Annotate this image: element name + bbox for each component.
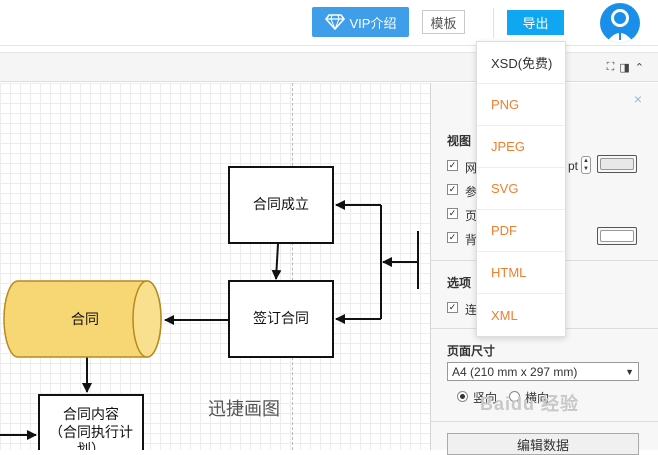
background-checkbox[interactable]: ✓ xyxy=(447,232,458,243)
page-size-select[interactable]: A4 (210 mm x 297 mm) ▼ xyxy=(447,362,639,381)
guides-checkbox[interactable]: ✓ xyxy=(447,184,458,195)
close-icon[interactable]: × xyxy=(633,91,642,107)
export-png-item[interactable]: PNG xyxy=(477,84,565,126)
export-xml-item[interactable]: XML xyxy=(491,307,518,323)
node-contract-content-line1: 合同内容 xyxy=(63,406,119,422)
export-menu: XSD(免费) PNG JPEG SVG PDF HTML XML xyxy=(476,41,566,337)
header-divider xyxy=(493,8,494,38)
grid-color-swatch[interactable] xyxy=(597,155,637,173)
collapse-icon[interactable]: ⌃ xyxy=(634,62,644,74)
export-jpeg-item[interactable]: JPEG xyxy=(477,126,565,168)
top-bar: VIP介绍 模板 导出 xyxy=(0,0,658,46)
landscape-radio[interactable] xyxy=(509,391,520,402)
diagram-canvas[interactable]: 合同成立 签订合同 合同 合同内容 （合同执行计 划） 迅捷画图 xyxy=(0,83,430,450)
guides-checkbox-label: 参 xyxy=(465,185,478,199)
grid-size-unit: pt xyxy=(568,159,579,173)
baidu-watermark: Baidu 经验 xyxy=(480,394,580,414)
panel-toggle-icon[interactable]: ◨ xyxy=(619,62,630,74)
node-contract-established-label: 合同成立 xyxy=(253,196,309,213)
page-size-value: A4 (210 mm x 297 mm) xyxy=(452,364,578,379)
export-xsd-item[interactable]: XSD(免费) xyxy=(477,42,565,84)
grid-size-stepper[interactable]: ▲▼ xyxy=(581,156,591,174)
background-checkbox-label: 背 xyxy=(465,233,478,247)
export-button[interactable]: 导出 xyxy=(507,10,564,35)
export-pdf-item[interactable]: PDF xyxy=(477,210,565,252)
connectors xyxy=(0,200,419,440)
background-color-swatch[interactable] xyxy=(597,227,637,245)
node-contract-content-line3: 划） xyxy=(77,441,105,450)
page-size-section-title: 页面尺寸 xyxy=(447,344,496,358)
grid-checkbox[interactable]: ✓ xyxy=(447,160,458,171)
dropdown-arrow-icon: ▼ xyxy=(625,366,634,377)
user-avatar-icon[interactable] xyxy=(600,3,640,43)
node-sign-contract[interactable]: 签订合同 xyxy=(228,280,334,358)
template-button[interactable]: 模板 xyxy=(422,10,465,34)
export-html-item[interactable]: HTML xyxy=(477,252,565,294)
edit-data-button[interactable]: 编辑数据 xyxy=(447,433,639,455)
node-contract-established[interactable]: 合同成立 xyxy=(228,166,334,244)
options-section-title: 选项 xyxy=(447,276,472,290)
view-section-title: 视图 xyxy=(447,134,472,148)
connection-checkbox-label: 连 xyxy=(465,303,478,317)
portrait-radio[interactable] xyxy=(457,391,468,402)
page-view-checkbox-label: 页 xyxy=(465,209,478,223)
portrait-radio-label: 竖向 xyxy=(473,391,498,405)
node-sign-contract-label: 签订合同 xyxy=(253,310,309,327)
canvas-watermark: 迅捷画图 xyxy=(208,399,280,419)
panel-divider xyxy=(431,421,658,422)
vip-intro-label: VIP介绍 xyxy=(349,15,397,31)
landscape-radio-label: 横向 xyxy=(525,391,550,405)
node-contract-content[interactable]: 合同内容 （合同执行计 划） xyxy=(38,394,144,450)
node-contract-content-line2: （合同执行计 xyxy=(49,423,133,440)
vip-intro-button[interactable]: VIP介绍 xyxy=(312,7,409,37)
page-boundary xyxy=(292,83,293,450)
node-contract-label: 合同 xyxy=(71,311,99,327)
contract-cylinder-shape xyxy=(3,280,162,358)
node-contract[interactable]: 合同 xyxy=(10,280,160,358)
connection-checkbox[interactable]: ✓ xyxy=(447,302,458,313)
page-view-checkbox[interactable]: ✓ xyxy=(447,208,458,219)
export-svg-item[interactable]: SVG xyxy=(477,168,565,210)
fullscreen-icon[interactable]: ⛶ xyxy=(606,61,615,73)
grid-checkbox-label: 网 xyxy=(465,161,478,175)
diamond-icon xyxy=(324,14,345,30)
